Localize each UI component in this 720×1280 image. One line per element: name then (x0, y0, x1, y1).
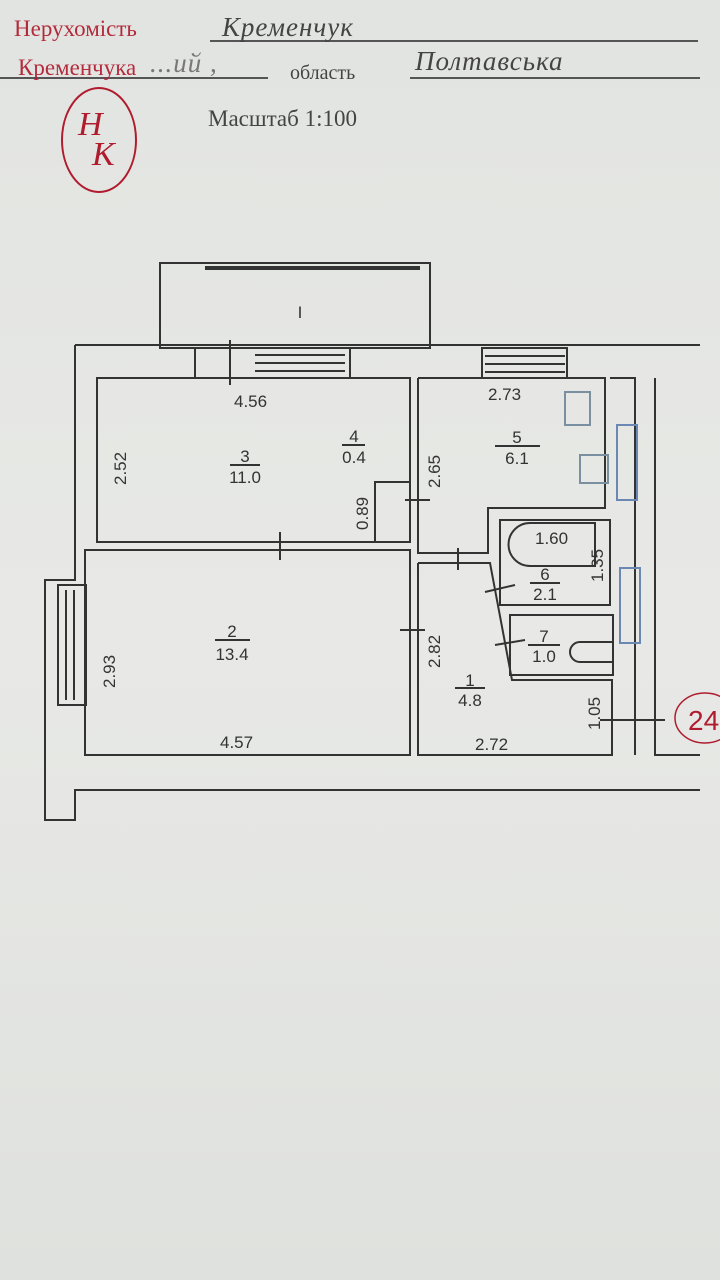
room-5 (417, 377, 606, 554)
room-5-number: 5 (512, 428, 521, 447)
city-underline (210, 40, 698, 42)
room-7-area: 1.0 (532, 647, 556, 666)
dim-room1-height: 2.82 (425, 635, 444, 668)
watermark-line1: Нерухомість (14, 16, 137, 41)
dim-room4-height: 0.89 (353, 497, 372, 530)
dim-room6-width: 1.60 (535, 529, 568, 548)
svg-text:К: К (91, 136, 117, 173)
room-3-number: 3 (240, 447, 249, 466)
room-6 (499, 519, 611, 606)
room-1-area: 4.8 (458, 691, 482, 710)
dim-room3-height: 2.52 (111, 452, 130, 485)
room-6-number: 6 (540, 565, 549, 584)
room-6-area: 2.1 (533, 585, 557, 604)
room-1-number: 1 (465, 671, 474, 690)
room-7 (509, 614, 614, 676)
page-mark: 24 (688, 705, 719, 736)
dim-room6-height: 1.35 (588, 549, 607, 582)
page-mark-circle (674, 692, 720, 744)
watermark-logo: Н К (61, 87, 137, 193)
region-underline (410, 77, 700, 79)
region-value: Полтавська (415, 46, 564, 76)
city-value: Кременчук (222, 12, 354, 42)
room-4-number: 4 (349, 427, 358, 446)
district-underline (0, 77, 268, 79)
district-value: ...ий , (150, 48, 218, 78)
balcony-label: I (298, 303, 303, 322)
dim-hall-depth: 1.05 (585, 697, 604, 730)
room-2-number: 2 (227, 622, 236, 641)
scale-label: Масштаб 1:100 (208, 106, 357, 131)
room-4 (374, 481, 411, 543)
dim-room1-width: 2.72 (475, 735, 508, 754)
room-2 (84, 549, 411, 756)
svg-text:Н: Н (77, 106, 105, 143)
room-7-number: 7 (539, 627, 548, 646)
dim-room5-height: 2.65 (425, 455, 444, 488)
region-label: область (290, 62, 356, 84)
room-5-area: 6.1 (505, 449, 529, 468)
watermark-line2: Кременчука (18, 55, 137, 80)
room-2-area: 13.4 (215, 645, 248, 664)
balcony (159, 262, 431, 349)
dim-room3-width: 4.56 (234, 392, 267, 411)
dim-room5-width: 2.73 (488, 385, 521, 404)
dim-room2-height: 2.93 (100, 655, 119, 688)
room-3 (96, 377, 411, 543)
room-4-area: 0.4 (342, 448, 366, 467)
room-1 (417, 562, 613, 756)
room-3-area: 11.0 (229, 468, 261, 487)
dim-room2-width: 4.57 (220, 733, 253, 752)
